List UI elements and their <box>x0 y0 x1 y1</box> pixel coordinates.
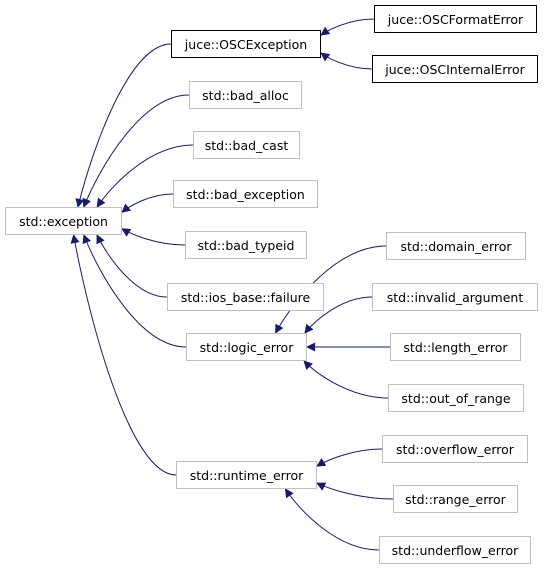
node-std-length-error[interactable]: std::length_error <box>390 333 521 361</box>
node-std-bad-exception[interactable]: std::bad_exception <box>173 180 318 208</box>
edge-bad_alloc-to-std_exception <box>82 94 190 208</box>
edge-overflow_error-to-runtime_error <box>316 448 383 467</box>
edge-invalid_argument-to-logic_error <box>304 296 373 334</box>
edge-osc_internal_error-to-osc_exception <box>320 52 373 70</box>
edge-osc_exception-to-std_exception <box>75 43 172 208</box>
node-std-overflow-error[interactable]: std::overflow_error <box>382 435 528 463</box>
node-std-exception[interactable]: std::exception <box>5 207 122 235</box>
node-juce-osc-exception[interactable]: juce::OSCException <box>171 30 321 58</box>
node-std-bad-cast[interactable]: std::bad_cast <box>193 131 300 159</box>
node-juce-osc-internal-error[interactable]: juce::OSCInternalError <box>372 55 538 83</box>
node-std-ios-base-failure[interactable]: std::ios_base::failure <box>167 283 324 311</box>
node-std-out-of-range[interactable]: std::out_of_range <box>388 384 524 412</box>
node-juce-osc-format-error[interactable]: juce::OSCFormatError <box>374 5 537 33</box>
node-std-range-error[interactable]: std::range_error <box>393 485 518 513</box>
edge-ios_base_failure-to-std_exception <box>96 234 168 298</box>
node-std-invalid-argument[interactable]: std::invalid_argument <box>372 283 538 311</box>
edge-runtime_error-to-std_exception <box>70 234 177 476</box>
edge-range_error-to-runtime_error <box>316 482 394 500</box>
node-std-runtime-error[interactable]: std::runtime_error <box>176 461 317 489</box>
edge-bad_cast-to-std_exception <box>96 144 194 208</box>
node-std-bad-alloc[interactable]: std::bad_alloc <box>189 81 302 109</box>
edge-bad_exception-to-std_exception <box>121 193 174 213</box>
node-std-bad-typeid[interactable]: std::bad_typeid <box>185 231 307 259</box>
edge-logic_error-to-std_exception <box>82 234 187 348</box>
node-std-logic-error[interactable]: std::logic_error <box>186 333 307 361</box>
edge-bad_typeid-to-std_exception <box>121 228 186 246</box>
edge-osc_format_error-to-osc_exception <box>320 18 375 36</box>
node-std-underflow-error[interactable]: std::underflow_error <box>379 536 531 564</box>
edge-domain_error-to-logic_error <box>275 245 387 334</box>
node-std-domain-error[interactable]: std::domain_error <box>386 232 526 260</box>
edge-underflow_error-to-runtime_error <box>284 488 380 551</box>
edge-out_of_range-to-logic_error <box>303 360 389 399</box>
